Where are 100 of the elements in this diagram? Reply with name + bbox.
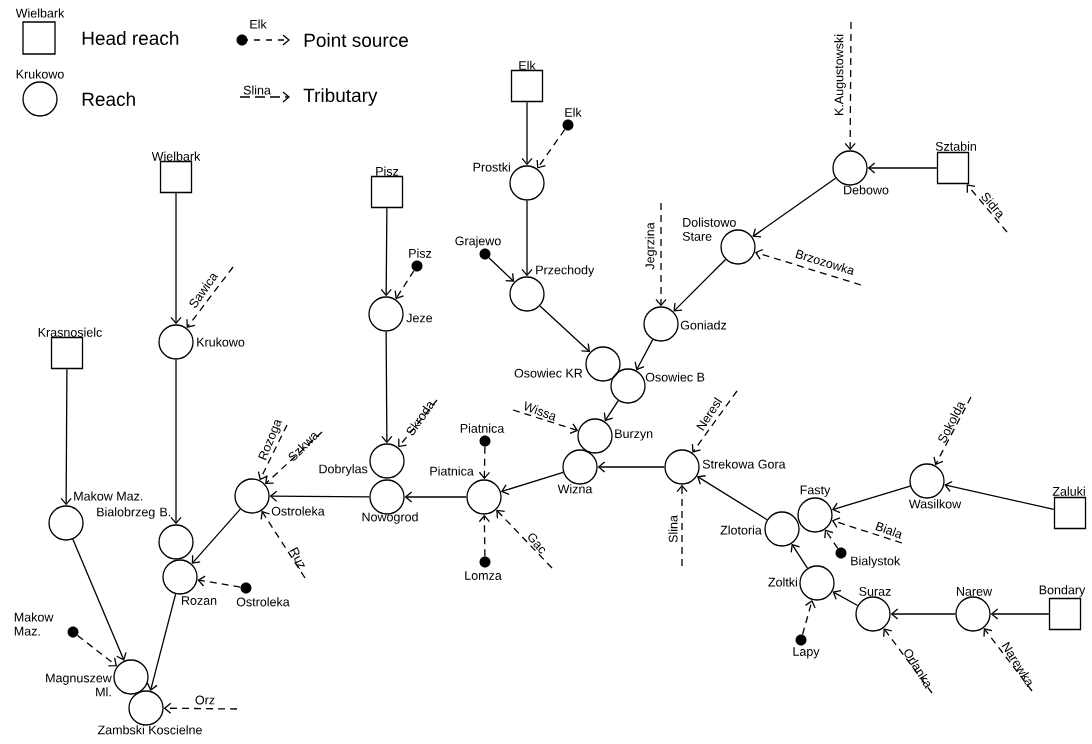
tributary-arrow <box>512 409 579 434</box>
place-label: Bialystok <box>851 556 901 568</box>
discharge-arrow <box>824 529 839 549</box>
river-arrow <box>697 475 768 521</box>
legend-text: Reach <box>82 92 135 106</box>
river-name: Orz <box>195 695 215 705</box>
place-label: Pisz <box>376 166 399 176</box>
sample-label: Krukowo <box>16 69 64 79</box>
place-label: Sztabin <box>935 141 977 151</box>
river-name: Ruz <box>289 547 305 570</box>
tributary-arrow <box>754 248 862 286</box>
place-label: Zoltki <box>768 577 797 587</box>
place-label: Pisz <box>409 248 432 258</box>
legend-text: Point source <box>304 33 408 47</box>
place-label: Piatnica <box>430 466 474 476</box>
place-label: Bondary <box>1039 585 1086 597</box>
tributary-arrow <box>933 396 972 466</box>
place-label: Rozan <box>181 596 217 605</box>
place-label: Jeze <box>406 313 433 323</box>
place-label: Przechody <box>536 265 595 277</box>
river-arrow <box>488 257 515 282</box>
place-label: Dolistowo Stare <box>682 217 736 241</box>
river-arrow <box>170 359 182 525</box>
discharge-arrow <box>197 575 242 588</box>
tributary-arrow <box>655 202 667 307</box>
place-label: Krasnosielc <box>38 327 102 337</box>
place-label: Wielbark <box>151 151 201 161</box>
river-arrow <box>72 538 127 661</box>
tributary-arrow <box>691 390 738 453</box>
tributary-arrow <box>983 628 1033 692</box>
river-name: Jegrzina <box>645 222 657 270</box>
river-arrow <box>790 543 809 569</box>
tributary-arrow <box>265 431 323 485</box>
place-label: Zaluki <box>1052 486 1085 496</box>
place-label: Dobrylas <box>319 464 368 476</box>
discharge-arrow <box>76 634 118 667</box>
river-arrow <box>539 305 591 353</box>
discharge-arrow <box>801 600 816 636</box>
river-name: Wissa <box>524 401 556 421</box>
river-arrow <box>60 368 72 506</box>
place-label: Wasilkow <box>908 499 962 509</box>
place-label: Grajewo <box>455 236 501 248</box>
river-arrow <box>146 593 177 691</box>
place-label: Burzyn <box>615 429 653 441</box>
place-label: Prostki <box>473 162 510 172</box>
sample-label: Elk <box>250 19 267 29</box>
place-label: Zambski Koscielne <box>97 725 202 735</box>
river-arrow <box>673 258 727 312</box>
tributary-arrow <box>496 509 553 569</box>
sample-label: Wielbark <box>15 8 65 18</box>
discharge-arrow <box>536 129 566 169</box>
river-arrow <box>831 485 911 514</box>
place-label: Strekowa Gora <box>702 459 786 469</box>
place-label: Fasty <box>800 485 831 497</box>
place-label: Suraz <box>859 586 891 596</box>
place-label: Piatnica <box>460 423 505 433</box>
river-arrow <box>521 101 533 166</box>
tributary-arrow <box>260 510 306 579</box>
place-label: Elk <box>565 107 582 117</box>
place-label: Narew <box>956 587 993 596</box>
river-name: Gac <box>528 533 546 554</box>
tributary-arrow <box>844 21 856 151</box>
tributary-arrow <box>831 517 903 544</box>
river-arrow <box>500 471 564 496</box>
place-label: Osowiec KR <box>514 368 583 378</box>
place-label: Wizna <box>557 484 593 494</box>
river-name: K.Augustowski <box>834 34 846 115</box>
place-label: Magnuszew Ml. <box>46 673 112 697</box>
river-arrow <box>944 480 1055 511</box>
sample-label: Slina <box>243 85 271 95</box>
legend-text: Head reach <box>82 31 179 45</box>
place-label: Ostroleka <box>271 506 325 516</box>
discharge-arrow <box>478 514 491 557</box>
river-arrow <box>191 508 241 564</box>
tributary-arrow <box>966 184 1008 233</box>
river-arrow <box>521 200 533 277</box>
place-label: Lapy <box>793 647 820 659</box>
place-label: Krukowo <box>197 337 245 347</box>
river-arrow <box>832 589 859 607</box>
river-arrow <box>597 461 665 473</box>
discharge-arrow <box>394 270 415 300</box>
tributary-arrow <box>676 484 688 567</box>
river-arrow <box>380 207 392 297</box>
river-arrow <box>890 608 956 620</box>
place-label: Lomza <box>465 571 502 580</box>
place-label: Nowogrod <box>362 512 418 524</box>
place-label: Ostroleka <box>236 597 290 607</box>
river-arrow <box>990 608 1050 620</box>
tributary-arrow <box>163 702 238 714</box>
discharge-arrow <box>478 446 491 480</box>
place-label: Debowo <box>844 185 889 195</box>
place-label: Elk <box>519 60 536 70</box>
tributary-arrow <box>398 399 438 448</box>
tributary-arrow <box>186 266 234 328</box>
tributary-arrow <box>883 628 933 694</box>
river-arrow <box>170 192 182 325</box>
legend-text: Tributary <box>303 88 378 106</box>
tributary-arrow <box>257 424 288 481</box>
place-label: Bialobrzeg B. <box>97 507 171 519</box>
river-name: Biala <box>875 521 902 539</box>
